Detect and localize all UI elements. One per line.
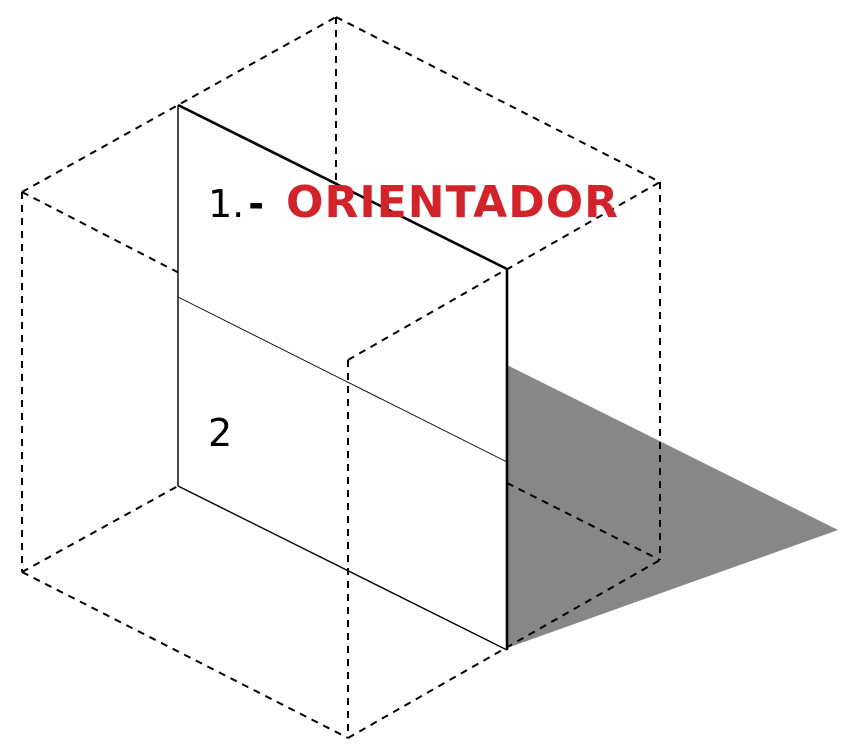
panel-top-edge xyxy=(177,103,508,271)
box-edge-top-front-right xyxy=(347,181,661,361)
box-edge-bottom-back-right xyxy=(506,482,661,561)
box-edge-top-back-left xyxy=(21,16,337,193)
label-1-separator: - xyxy=(248,182,264,226)
panel-bottom-edge xyxy=(177,485,508,651)
label-1-title: ORIENTADOR xyxy=(286,177,619,228)
box-edge-top-front-right-overlay xyxy=(347,268,508,361)
panel-face xyxy=(178,105,507,650)
box-edge-bottom-back-left xyxy=(21,485,179,573)
front-dashed-overlay xyxy=(347,268,508,738)
label-1: 1.-ORIENTADOR xyxy=(208,177,619,228)
box-edge-bottom-front-right xyxy=(347,559,661,739)
panel-divider-line xyxy=(177,296,508,463)
label-2: 2 xyxy=(208,411,232,455)
label-1-number: 1. xyxy=(208,182,244,226)
panel-shadow xyxy=(507,365,838,648)
panel-outline xyxy=(177,103,509,651)
box-edge-top-back-right xyxy=(335,16,661,183)
box-edge-bottom-front-left xyxy=(21,571,349,739)
